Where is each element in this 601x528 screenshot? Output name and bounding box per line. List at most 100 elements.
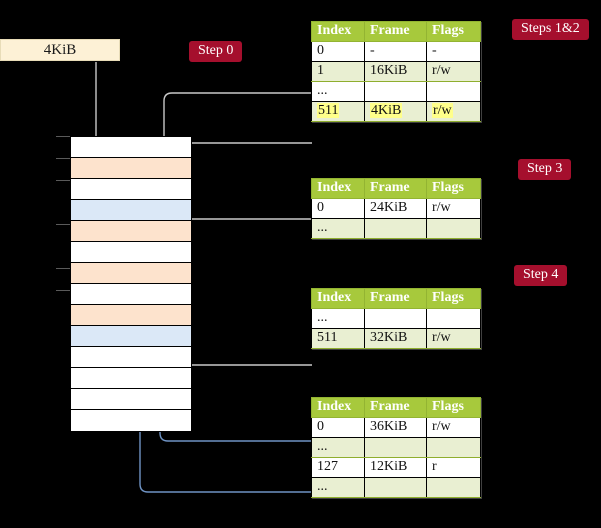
cell-frame [364, 477, 427, 498]
cell-index: 511 [311, 328, 365, 349]
cell-index: 0 [311, 417, 365, 438]
memory-tick [56, 136, 70, 137]
cell-flags: r/w [426, 417, 481, 438]
badge-step-4-label: Step 4 [523, 267, 559, 282]
memory-frame-row [71, 410, 191, 431]
highlighted-value: r/w [432, 102, 453, 118]
memory-tick [56, 290, 70, 291]
memory-tick [56, 268, 70, 269]
cell-flags: r [426, 457, 481, 478]
cell-index: 127 [311, 457, 365, 478]
badge-step-3-label: Step 3 [527, 161, 563, 176]
cell-flags [426, 437, 481, 458]
cell-flags [426, 218, 481, 239]
memory-tick [56, 224, 70, 225]
table-row: 511 4KiB r/w [311, 101, 481, 122]
cell-frame: 4KiB [364, 101, 427, 122]
cell-flags: r/w [426, 198, 481, 219]
column-header-flags: Flags [426, 397, 481, 418]
column-header-flags: Flags [426, 178, 481, 199]
cell-index: ... [311, 437, 365, 458]
cell-flags: r/w [426, 101, 481, 122]
memory-frame-row [71, 389, 191, 410]
cell-index: ... [311, 308, 365, 329]
badge-step-0-label: Step 0 [198, 43, 234, 58]
badge-step-4: Step 4 [514, 265, 568, 286]
cell-index: ... [311, 218, 365, 239]
cell-flags: r/w [426, 61, 481, 82]
cell-frame [364, 81, 427, 102]
physical-memory-column [70, 136, 192, 432]
column-header-frame: Frame [364, 21, 427, 42]
cell-index: ... [311, 81, 365, 102]
badge-step-0: Step 0 [189, 41, 243, 62]
highlighted-value: 4KiB [370, 102, 403, 118]
memory-frame-row [71, 284, 191, 305]
table-row: ... [311, 437, 481, 458]
cell-frame: 36KiB [364, 417, 427, 438]
cell-frame: 32KiB [364, 328, 427, 349]
cell-index: 1 [311, 61, 365, 82]
memory-tick [56, 180, 70, 181]
cell-flags: r/w [426, 328, 481, 349]
cell-frame [364, 437, 427, 458]
table-row: ... [311, 308, 481, 329]
memory-frame-row [71, 179, 191, 200]
column-header-frame: Frame [364, 397, 427, 418]
memory-frame-row [71, 200, 191, 221]
memory-frame-row [71, 158, 191, 179]
cell-flags [426, 477, 481, 498]
column-header-index: Index [311, 178, 365, 199]
table-row: ... [311, 477, 481, 498]
memory-frame-row [71, 242, 191, 263]
source-page-label: 4KiB [43, 41, 77, 58]
column-header-flags: Flags [426, 21, 481, 42]
column-header-flags: Flags [426, 288, 481, 309]
cell-flags [426, 81, 481, 102]
column-header-frame: Frame [364, 178, 427, 199]
cell-index: 0 [311, 198, 365, 219]
memory-tick [56, 158, 70, 159]
column-header-index: Index [311, 397, 365, 418]
highlighted-value: 511 [317, 102, 340, 118]
cell-flags: - [426, 41, 481, 62]
cell-frame [364, 218, 427, 239]
cell-index: ... [311, 477, 365, 498]
cell-frame: 24KiB [364, 198, 427, 219]
memory-frame-row [71, 263, 191, 284]
column-header-index: Index [311, 21, 365, 42]
badge-steps-1-2: Steps 1&2 [512, 19, 589, 40]
memory-frame-row [71, 137, 191, 158]
cell-index: 0 [311, 41, 365, 62]
memory-frame-row [71, 305, 191, 326]
cell-frame: - [364, 41, 427, 62]
table-row: ... [311, 218, 481, 239]
badge-step-3: Step 3 [518, 159, 572, 180]
badge-steps-1-2-label: Steps 1&2 [521, 21, 580, 36]
cell-flags [426, 308, 481, 329]
table-row: 0-- [311, 41, 481, 62]
memory-frame-row [71, 326, 191, 347]
table-row: ... [311, 81, 481, 102]
column-header-frame: Frame [364, 288, 427, 309]
column-header-index: Index [311, 288, 365, 309]
cell-frame: 16KiB [364, 61, 427, 82]
cell-frame [364, 308, 427, 329]
source-page-box: 4KiB [0, 39, 120, 61]
memory-frame-row [71, 347, 191, 368]
cell-index: 511 [311, 101, 365, 122]
memory-frame-row [71, 368, 191, 389]
